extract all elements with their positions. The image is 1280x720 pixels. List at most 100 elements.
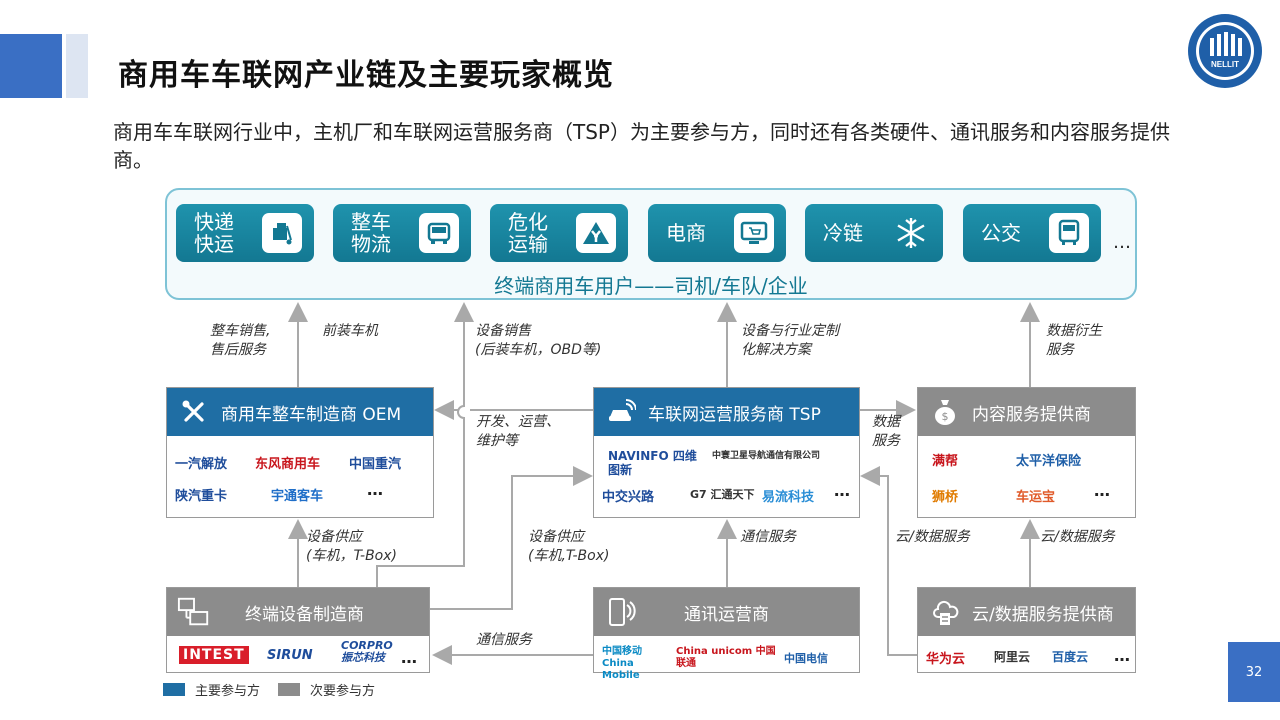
- brand-logo: 中国移动 China Mobile: [602, 646, 642, 681]
- brand-logo: 太平洋保险: [1016, 454, 1082, 469]
- actor-header: 车联网运营服务商 TSP: [594, 388, 859, 436]
- brand-logo: 中交兴路: [602, 490, 655, 505]
- legend-label-primary: 主要参与方: [195, 684, 261, 699]
- brand-logo: 中国电信: [784, 652, 828, 665]
- legend-swatch-primary: [163, 683, 185, 696]
- brand-logo: NAVINFO 四维图新: [608, 449, 697, 477]
- shopping-cart-screen-icon: [734, 213, 774, 253]
- edge-label-tsp-solution: 设备与行业定制 化解决方案: [741, 323, 839, 358]
- actor-title: 商用车整车制造商 OEM: [221, 404, 402, 425]
- intro-text: 商用车车联网行业中，主机厂和车联网运营服务商（TSP）为主要参与方，同时还有各类…: [113, 120, 1170, 172]
- brand-logo: 中寰卫星导航通信有限公司: [712, 451, 821, 461]
- tile-label: 危化 运输: [508, 210, 548, 256]
- logo-text: NELLIT: [1211, 60, 1239, 69]
- actor-header: 通讯运营商: [594, 588, 859, 636]
- more-brands: …: [1094, 481, 1110, 500]
- brand-logo: G7 汇通天下: [690, 488, 755, 501]
- brand-logo: 华为云: [926, 652, 966, 667]
- edge-label-oem-preinstall: 前装车机: [322, 323, 378, 339]
- svg-text:$: $: [942, 410, 949, 423]
- connected-car-icon: [604, 395, 638, 429]
- actor-header: $ 内容服务提供商: [918, 388, 1135, 436]
- user-tile-express: 快递 快运: [176, 204, 314, 262]
- legend-label-secondary: 次要参与方: [310, 684, 376, 699]
- edge-label-tsp-data: 数据 服务: [872, 414, 900, 449]
- actor-title: 终端设备制造商: [245, 604, 364, 625]
- smartphone-signal-icon: [604, 595, 638, 629]
- brand-logo: 狮桥: [932, 490, 959, 505]
- brand-logo: 阿里云: [994, 650, 1031, 664]
- hazard-icon: [576, 213, 616, 253]
- more-brands: …: [401, 648, 417, 667]
- more-brands: …: [834, 481, 850, 500]
- edge-label-telecom-service: 通信服务: [740, 529, 796, 545]
- edge-label-device-sales: 设备销售 (后装车机，OBD等): [475, 323, 602, 358]
- actor-tsp: 车联网运营服务商 TSP NAVINFO 四维图新 中寰卫星导航通信有限公司 中…: [593, 387, 860, 518]
- bus-icon: [1049, 213, 1089, 253]
- legend: 主要参与方 次要参与方: [163, 680, 375, 699]
- package-icon: [262, 213, 302, 253]
- truck-front-icon: [419, 213, 459, 253]
- edge-label-telecom-device: 通信服务: [476, 632, 532, 648]
- brand-logo: INTEST: [179, 646, 249, 664]
- edge-label-device-supply-oem: 设备供应 (车机，T-Box): [306, 529, 397, 564]
- university-logo: NELLIT: [1188, 14, 1262, 88]
- actor-title: 通讯运营商: [684, 604, 769, 625]
- tile-label: 公交: [981, 221, 1021, 245]
- edge-label-device-supply-tsp: 设备供应 (车机,T-Box): [528, 529, 610, 564]
- brand-logo: 车运宝: [1016, 490, 1056, 505]
- cloud-document-icon: [928, 595, 962, 629]
- user-tile-bus: 公交: [963, 204, 1101, 262]
- accent-bar: [0, 34, 62, 98]
- tools-icon: [177, 395, 211, 429]
- actor-content-provider: $ 内容服务提供商 满帮 太平洋保险 狮桥 车运宝 …: [917, 387, 1136, 518]
- edge-label-cloud-data-tsp: 云/数据服务: [895, 529, 970, 545]
- brand-logo: China unicom 中国联通: [676, 646, 776, 669]
- brand-logo: 易流科技: [762, 490, 815, 505]
- actor-title: 车联网运营服务商 TSP: [648, 404, 821, 425]
- users-more: …: [1113, 232, 1131, 253]
- end-users-box: 快递 快运 整车 物流 危化 运输 电商 冷链 公交 … 终端商用车用户——司机…: [165, 188, 1137, 300]
- tile-label: 快递 快运: [194, 210, 234, 256]
- brand-logo: SIRUN: [267, 648, 313, 663]
- brand-logo: 百度云: [1052, 650, 1089, 664]
- user-tile-vehicle-logistics: 整车 物流: [333, 204, 471, 262]
- legend-swatch-secondary: [278, 683, 301, 696]
- money-bag-icon: $: [928, 395, 962, 429]
- user-tile-ecommerce: 电商: [648, 204, 786, 262]
- more-brands: …: [1114, 646, 1130, 665]
- devices-icon: [177, 595, 211, 629]
- snowflake-icon: [891, 213, 931, 253]
- actor-header: 云/数据服务提供商: [918, 588, 1135, 636]
- tile-label: 电商: [666, 221, 706, 245]
- actor-telecom: 通讯运营商 中国移动 China Mobile China unicom 中国联…: [593, 587, 860, 681]
- tile-label: 冷链: [823, 221, 863, 245]
- edge-label-cloud-data-content: 云/数据服务: [1040, 529, 1115, 545]
- brand-logo: 东风商用车: [255, 457, 321, 472]
- brand-logo: 满帮: [932, 454, 959, 469]
- edge-label-oem-sales: 整车销售, 售后服务: [210, 323, 271, 358]
- tile-label: 整车 物流: [351, 210, 391, 256]
- page-number: 32: [1228, 642, 1280, 702]
- brand-logo: 陕汽重卡: [175, 489, 228, 504]
- accent-bar-light: [66, 34, 88, 98]
- page-title: 商用车车联网产业链及主要玩家概览: [118, 58, 614, 93]
- actor-device-maker: 终端设备制造商 INTEST SIRUN CORPRO 振芯科技 …: [166, 587, 430, 673]
- more-brands: …: [367, 480, 383, 499]
- actor-title: 内容服务提供商: [972, 404, 1091, 425]
- brand-logo: 中国重汽: [349, 457, 402, 472]
- brand-logo: 宇通客车: [271, 489, 324, 504]
- actor-title: 云/数据服务提供商: [972, 604, 1114, 625]
- end-users-caption: 终端商用车用户——司机/车队/企业: [494, 274, 808, 298]
- edge-label-content-derivative: 数据衍生 服务: [1046, 323, 1102, 358]
- user-tile-hazmat: 危化 运输: [490, 204, 628, 262]
- actor-cloud-provider: 云/数据服务提供商 华为云 阿里云 百度云 …: [917, 587, 1136, 673]
- brand-logo: 一汽解放: [175, 457, 228, 472]
- actor-header: 终端设备制造商: [167, 588, 429, 636]
- brand-logo: CORPRO 振芯科技: [341, 639, 393, 664]
- edge-label-dev-ops: 开发、运营、 维护等: [476, 414, 560, 449]
- actor-header: 商用车整车制造商 OEM: [167, 388, 433, 436]
- actor-oem: 商用车整车制造商 OEM 一汽解放 东风商用车 中国重汽 陕汽重卡 宇通客车 …: [166, 387, 434, 518]
- user-tile-cold-chain: 冷链: [805, 204, 943, 262]
